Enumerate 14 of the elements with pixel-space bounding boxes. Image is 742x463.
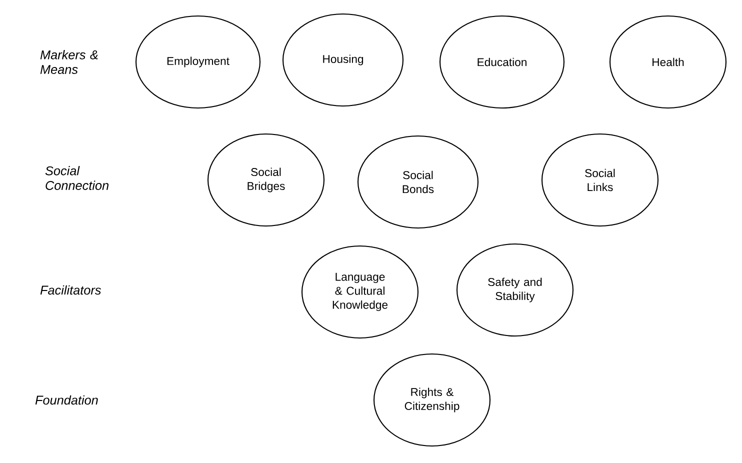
- row-label: Markers & Means: [40, 50, 98, 74]
- ellipse-node: Social Bridges: [207, 133, 325, 227]
- ellipse-node: Education: [439, 15, 565, 109]
- row-label: Foundation: [35, 395, 98, 405]
- ellipse-node: Language & Cultural Knowledge: [301, 245, 419, 339]
- ellipse-node: Safety and Stability: [456, 243, 574, 337]
- ellipse-node: Social Links: [541, 133, 659, 227]
- ellipse-node: Social Bonds: [357, 135, 479, 229]
- ellipse-node: Rights & Citizenship: [373, 353, 491, 447]
- ellipse-node: Housing: [282, 13, 404, 107]
- ellipse-node: Health: [609, 15, 727, 109]
- row-label: Facilitators: [40, 285, 101, 295]
- ellipse-node: Employment: [135, 15, 261, 109]
- row-label: Social Connection: [45, 166, 109, 190]
